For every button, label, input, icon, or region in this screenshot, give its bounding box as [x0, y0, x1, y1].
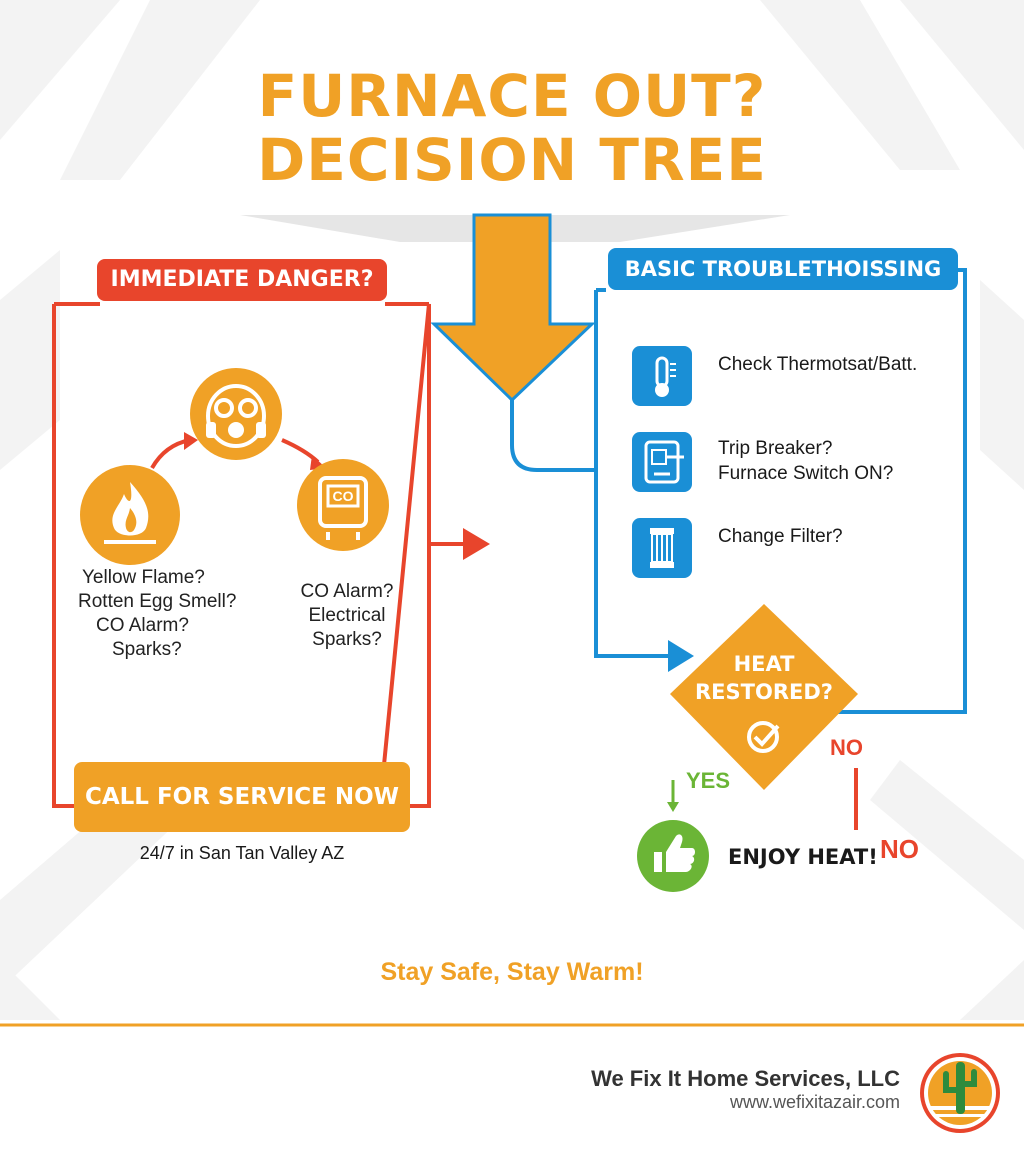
danger-left-text: Yellow Flame? Rotten Egg Smell? CO Alarm… — [62, 566, 262, 662]
gas-mask-icon — [190, 368, 282, 460]
decision-diamond — [670, 604, 858, 790]
danger-right-line-2: Electrical — [308, 605, 386, 626]
thumbs-up-icon — [637, 820, 709, 892]
title-line-2: DECISION TREE — [257, 126, 767, 194]
troubleshoot-item-1-line-1: Check Thermotsat/Batt. — [718, 354, 918, 375]
breaker-switch-icon — [632, 432, 692, 492]
danger-header: IMMEDIATE DANGER? — [97, 259, 387, 301]
no-label-2: NO — [880, 834, 919, 864]
central-down-arrow — [430, 213, 596, 403]
danger-right-arrow — [463, 528, 490, 560]
troubleshoot-item-2-line-1: Trip Breaker? — [718, 438, 833, 459]
danger-left-line-4: Sparks? — [112, 639, 182, 660]
troubleshooting-box-outline — [594, 268, 967, 714]
troubleshoot-item-2-line-2: Furnace Switch ON? — [718, 463, 894, 484]
yes-label: YES — [686, 768, 731, 793]
checkmark-icon — [747, 721, 780, 753]
blue-right-arrow — [668, 640, 694, 672]
call-service-subtext: 24/7 in San Tan Valley AZ — [139, 843, 345, 863]
troubleshoot-item-3-line-1: Change Filter? — [718, 526, 843, 547]
air-filter-icon — [632, 518, 692, 578]
danger-right-line-3: Sparks? — [312, 629, 382, 650]
company-website[interactable]: www.wefixitazair.com — [729, 1092, 900, 1112]
thermometer-icon — [632, 346, 692, 406]
danger-left-line-2: Rotten Egg Smell? — [78, 591, 237, 612]
danger-left-line-3: CO Alarm? — [96, 615, 189, 636]
co-detector-icon — [297, 459, 389, 551]
title-line-1: FURNACE OUT? — [257, 62, 767, 130]
company-name: We Fix It Home Services, LLC — [591, 1066, 900, 1091]
tagline: Stay Safe, Stay Warm! — [380, 958, 644, 986]
troubleshooting-header: BASIC TROUBLETHOISSING — [608, 248, 958, 290]
danger-right-text: CO Alarm? Electrical Sparks? — [282, 580, 412, 652]
blue-connector — [510, 400, 596, 472]
danger-left-line-1: Yellow Flame? — [82, 567, 205, 588]
no-label: NO — [830, 735, 863, 760]
danger-right-line-1: CO Alarm? — [300, 581, 394, 602]
flame-icon — [80, 465, 180, 565]
decision-question-line-2: RESTORED? — [695, 680, 833, 704]
company-logo — [920, 1053, 1000, 1133]
co-detector-label: CO — [332, 488, 354, 504]
enjoy-heat-label: ENJOY HEAT! — [728, 845, 878, 869]
decision-question-line-1: HEAT — [733, 652, 795, 676]
call-for-service-button[interactable]: CALL FOR SERVICE NOW — [74, 762, 410, 832]
